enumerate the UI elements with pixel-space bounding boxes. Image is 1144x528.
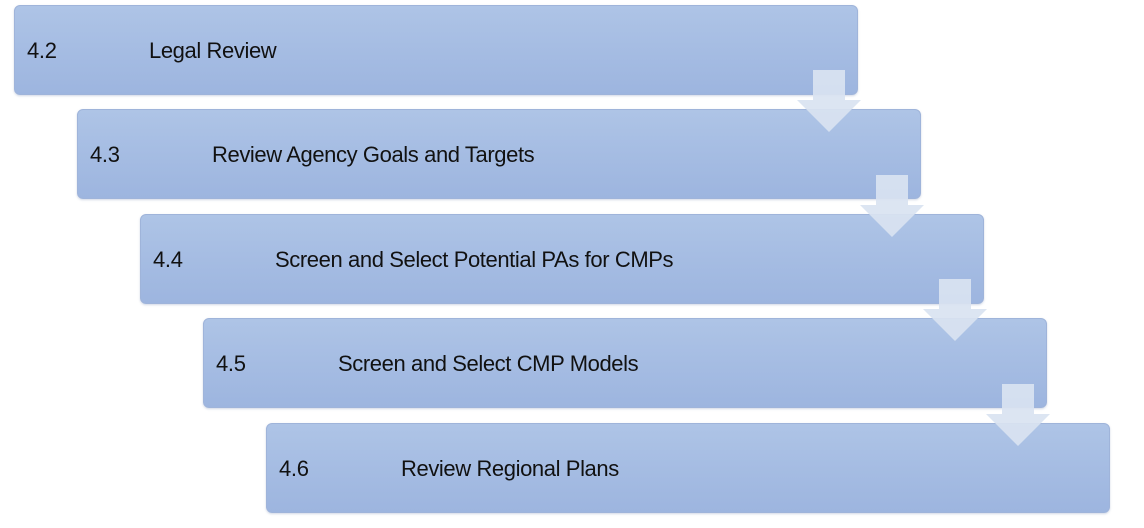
step-label: Review Regional Plans — [401, 456, 619, 481]
step-4-4: 4.4 Screen and Select Potential PAs for … — [140, 214, 984, 304]
step-4-3: 4.3 Review Agency Goals and Targets — [77, 109, 921, 199]
step-4-2: 4.2 Legal Review — [14, 5, 858, 95]
down-arrow-icon — [797, 70, 861, 134]
step-label: Review Agency Goals and Targets — [212, 142, 535, 167]
step-number: 4.3 — [90, 142, 120, 167]
down-arrow-icon — [986, 384, 1050, 448]
down-arrow-icon — [923, 279, 987, 343]
step-4-6: 4.6 Review Regional Plans — [266, 423, 1110, 513]
step-4-5: 4.5 Screen and Select CMP Models — [203, 318, 1047, 408]
step-number: 4.2 — [27, 38, 57, 63]
down-arrow-icon — [860, 175, 924, 239]
step-label: Legal Review — [149, 38, 277, 63]
step-number: 4.6 — [279, 456, 309, 481]
step-label: Screen and Select Potential PAs for CMPs — [275, 247, 674, 272]
step-number: 4.5 — [216, 351, 246, 376]
step-label: Screen and Select CMP Models — [338, 351, 639, 376]
step-number: 4.4 — [153, 247, 183, 272]
